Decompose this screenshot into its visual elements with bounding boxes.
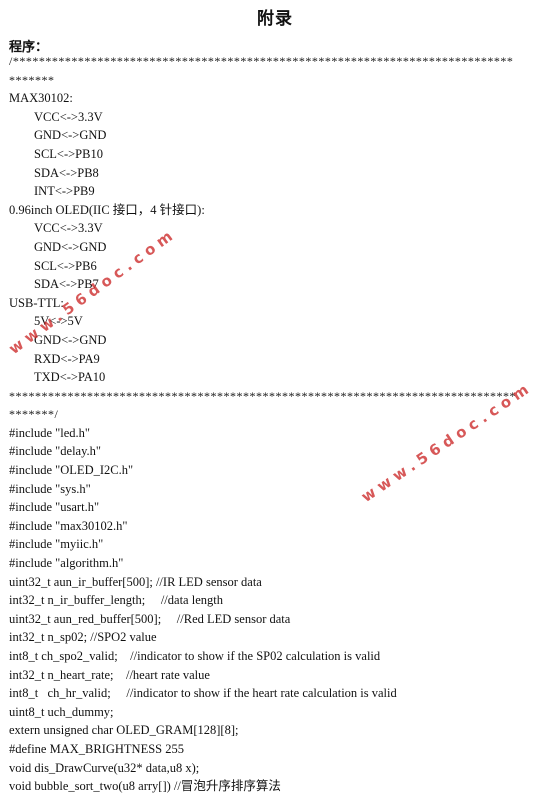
- code-line: int32_t n_ir_buffer_length; //data lengt…: [9, 593, 223, 608]
- code-line: #include "max30102.h": [9, 518, 128, 533]
- code-line: void dis_DrawCurve(u32* data,u8 x);: [9, 760, 200, 775]
- code-line: #include "led.h": [9, 425, 91, 440]
- code-listing: /***************************************…: [0, 52, 550, 796]
- code-line: extern unsigned char OLED_GRAM[128][8];: [9, 723, 239, 738]
- code-line: int32_t n_heart_rate; //heart rate value: [9, 667, 210, 682]
- code-line: int32_t n_sp02; //SPO2 value: [9, 630, 157, 645]
- code-line: int8_t ch_spo2_valid; //indicator to sho…: [9, 649, 381, 663]
- code-line: INT<->PB9: [34, 184, 95, 199]
- code-line: TXD<->PA10: [34, 370, 106, 385]
- code-line: int8_t ch_hr_valid; //indicator to show …: [9, 686, 397, 701]
- code-line: RXD<->PA9: [34, 351, 100, 366]
- code-line: SCL<->PB6: [34, 258, 97, 273]
- page-title: 附录: [257, 9, 293, 29]
- code-line: MAX30102:: [9, 91, 73, 106]
- code-line: VCC<->3.3V: [34, 221, 103, 236]
- code-line: GND<->GND: [34, 128, 107, 143]
- code-line: 5V<->5V: [34, 314, 83, 329]
- code-line: #include "algorithm.h": [9, 556, 124, 571]
- code-line: SDA<->PB7: [34, 277, 99, 292]
- code-line: 0.96inch OLED(IIC 接口，4 针接口):: [9, 202, 205, 217]
- code-line: #include "myiic.h": [9, 537, 104, 552]
- code-line: void bubble_sort_two(u8 arry[]) //冒泡升序排序…: [9, 779, 281, 794]
- code-line: *******/: [9, 407, 59, 422]
- code-line: SDA<->PB8: [34, 165, 99, 180]
- code-line: USB-TTL:: [9, 295, 64, 310]
- code-line: #include "delay.h": [9, 444, 102, 459]
- code-line: uint8_t uch_dummy;: [9, 704, 114, 719]
- code-line: uint32_t aun_red_buffer[500]; //Red LED …: [9, 611, 291, 626]
- code-line: #include "usart.h": [9, 500, 100, 515]
- code-line: VCC<->3.3V: [34, 109, 103, 124]
- code-line: *******: [9, 72, 55, 87]
- code-line: #include "OLED_I2C.h": [9, 463, 134, 478]
- code-line: ****************************************…: [9, 388, 516, 403]
- code-line: uint32_t aun_ir_buffer[500]; //IR LED se…: [9, 574, 262, 589]
- code-line: GND<->GND: [34, 239, 107, 254]
- code-line: #include "sys.h": [9, 481, 91, 496]
- code-line: #define MAX_BRIGHTNESS 255: [9, 741, 184, 756]
- code-line: GND<->GND: [34, 332, 107, 347]
- code-line: SCL<->PB10: [34, 146, 103, 161]
- code-line: /***************************************…: [9, 54, 514, 68]
- section-heading: 程序：: [9, 40, 49, 55]
